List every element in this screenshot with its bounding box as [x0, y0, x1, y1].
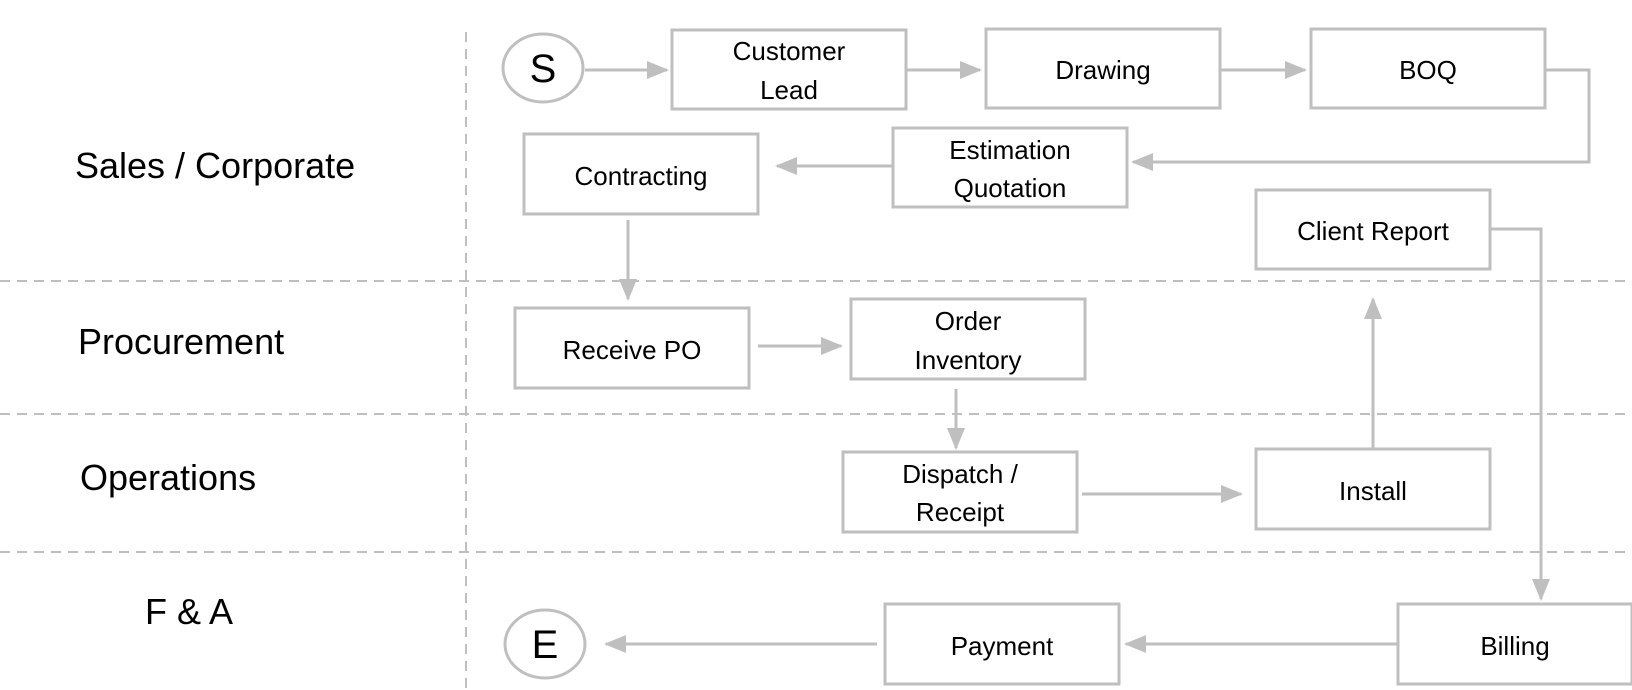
client-report-node: Client Report — [1254, 188, 1492, 271]
estimation-quotation-node: Estimation Quotation — [891, 126, 1129, 209]
order-inventory-label-line-2: Inventory — [915, 345, 1022, 375]
payment-node: Payment — [883, 602, 1121, 686]
end-terminal-label: E — [532, 623, 559, 667]
end-terminal: E — [503, 608, 587, 680]
customer-lead-label-line-2: Lead — [760, 75, 818, 105]
dispatch-receipt-label-line-1: Dispatch / — [902, 459, 1018, 489]
billing-node: Billing — [1396, 602, 1632, 686]
estimation-quotation-label-line-1: Estimation — [949, 135, 1070, 165]
drawing-label: Drawing — [1055, 55, 1150, 85]
lane-label-fa: F & A — [145, 591, 233, 632]
client-report-label: Client Report — [1297, 216, 1450, 246]
estimation-quotation-label-line-2: Quotation — [954, 173, 1067, 203]
contracting-node: Contracting — [522, 132, 760, 216]
install-node: Install — [1254, 447, 1492, 531]
customer-lead-label-line-1: Customer — [733, 36, 846, 66]
customer-lead-node: Customer Lead — [670, 28, 908, 111]
order-inventory-label-line-1: Order — [935, 306, 1002, 336]
lane-label-operations: Operations — [80, 457, 256, 498]
dispatch-receipt-node: Dispatch / Receipt — [841, 450, 1079, 534]
lane-label-sales: Sales / Corporate — [75, 145, 355, 186]
connectors — [585, 61, 1591, 653]
boq-label: BOQ — [1399, 55, 1457, 85]
order-inventory-node: Order Inventory — [849, 297, 1087, 381]
billing-label: Billing — [1480, 631, 1549, 661]
receive-po-node: Receive PO — [513, 306, 751, 390]
boq-node: BOQ — [1309, 27, 1547, 110]
install-label: Install — [1339, 476, 1407, 506]
drawing-node: Drawing — [984, 27, 1222, 110]
receive-po-label: Receive PO — [563, 335, 702, 365]
payment-label: Payment — [951, 631, 1054, 661]
lane-label-procurement: Procurement — [78, 321, 284, 362]
dispatch-receipt-label-line-2: Receipt — [916, 497, 1005, 527]
start-terminal: S — [501, 32, 585, 104]
contracting-label: Contracting — [575, 161, 708, 191]
start-terminal-label: S — [530, 47, 557, 91]
connector-client-report-to-billing — [1490, 227, 1550, 601]
connector-boq-to-estimation — [1131, 68, 1591, 171]
